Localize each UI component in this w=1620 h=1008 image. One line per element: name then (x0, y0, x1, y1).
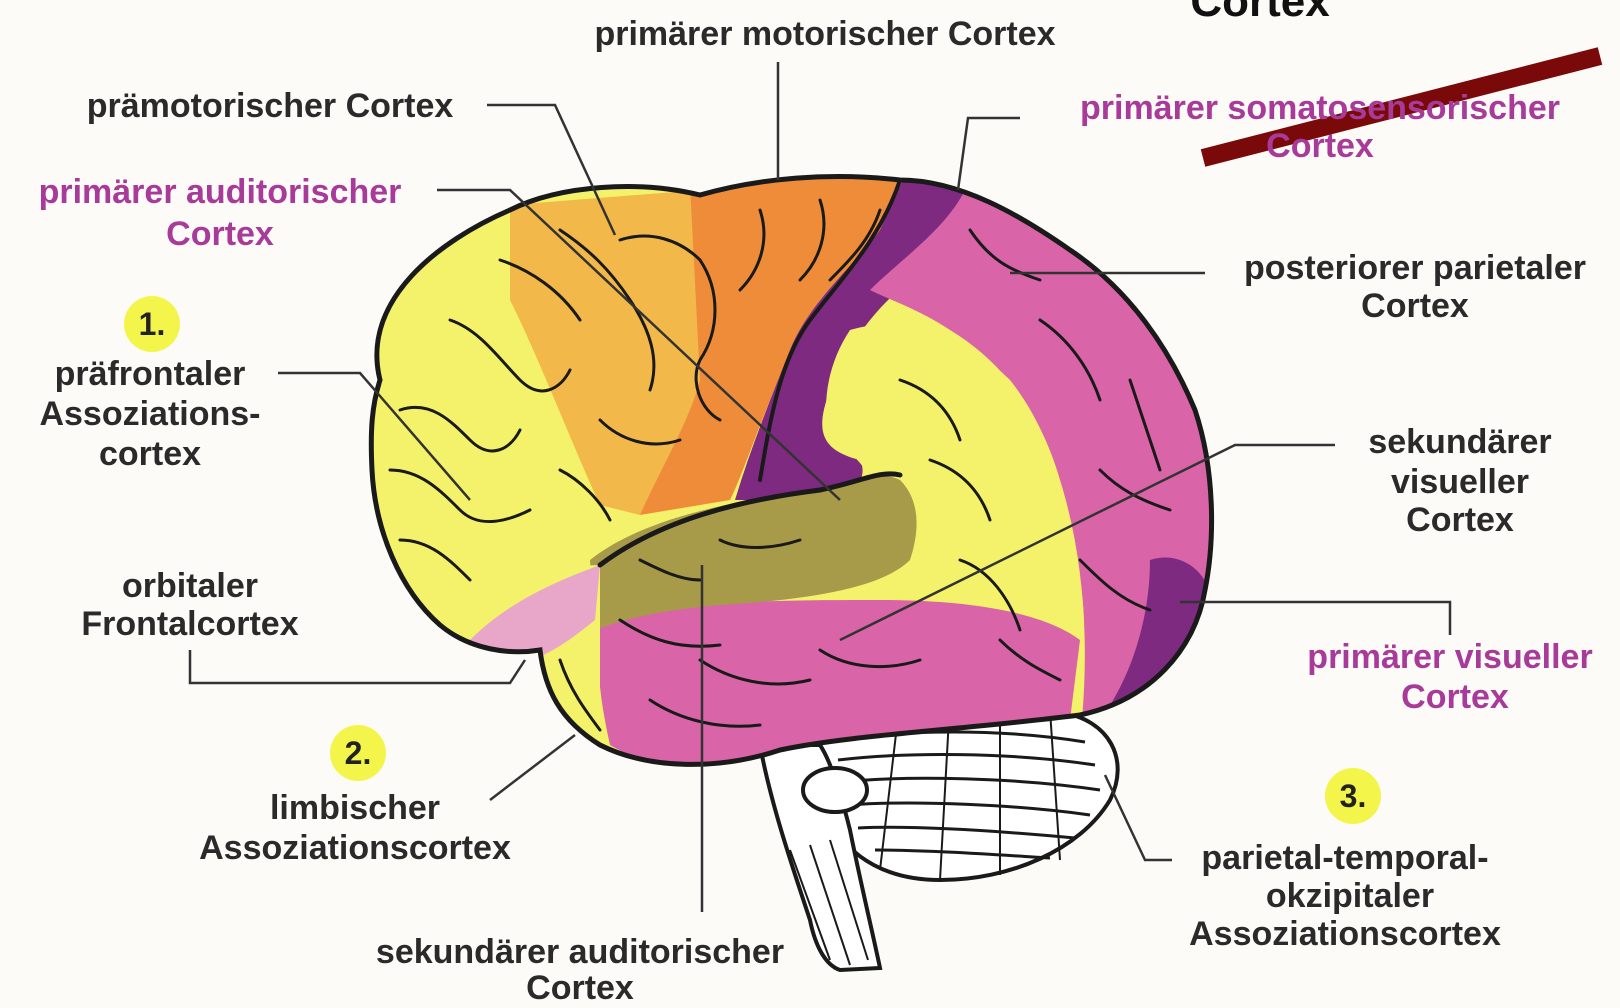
label-prefrontal-line2: Assoziations- (20, 394, 280, 434)
label-primary-visual-line1: primärer visueller (1290, 637, 1610, 677)
label-orbital-line2: Frontalcortex (60, 604, 320, 644)
label-primary-visual-line2: Cortex (1365, 677, 1545, 717)
label-limbic-line1: limbischer (250, 788, 460, 828)
label-posterior-parietal-line2: Cortex (1330, 286, 1500, 326)
label-cortex-top: Cortex (1150, 0, 1370, 24)
label-secondary-auditory-line1: sekundärer auditorischer (345, 932, 815, 972)
label-pto-line2: okzipitaler (1250, 876, 1450, 916)
label-secondary-visual-line2: visueller (1360, 462, 1560, 502)
label-secondary-visual-line3: Cortex (1370, 500, 1550, 540)
badge-2: 2. (330, 725, 386, 781)
label-posterior-parietal-line1: posteriorer parietaler (1220, 248, 1610, 288)
label-pto-line3: Assoziationscortex (1170, 914, 1520, 954)
leader-limbic (490, 735, 575, 800)
badge-3: 3. (1325, 768, 1381, 824)
leader-primary-visual (1180, 602, 1450, 635)
label-prefrontal-line1: präfrontaler (30, 354, 270, 394)
badge-1: 1. (124, 296, 180, 352)
label-premotor: prämotorischer Cortex (55, 86, 485, 126)
label-prefrontal-line3: cortex (50, 434, 250, 474)
label-primary-somatosensory-line2: Cortex (1230, 126, 1410, 166)
label-primary-somatosensory-line1: primärer somatosensorischer (1040, 88, 1600, 128)
label-primary-motor: primärer motorischer Cortex (560, 14, 1090, 54)
label-orbital-line1: orbitaler (80, 566, 300, 606)
leader-orbital (190, 650, 525, 683)
leader-somatosensory (958, 118, 1020, 190)
label-secondary-auditory-line2: Cortex (490, 968, 670, 1008)
label-limbic-line2: Assoziationscortex (180, 828, 530, 868)
label-primary-auditory-line2: Cortex (130, 214, 310, 254)
label-primary-auditory-line1: primärer auditorischer (10, 172, 430, 212)
label-pto-line1: parietal-temporal- (1170, 838, 1520, 878)
label-secondary-visual-line1: sekundärer (1340, 422, 1580, 462)
